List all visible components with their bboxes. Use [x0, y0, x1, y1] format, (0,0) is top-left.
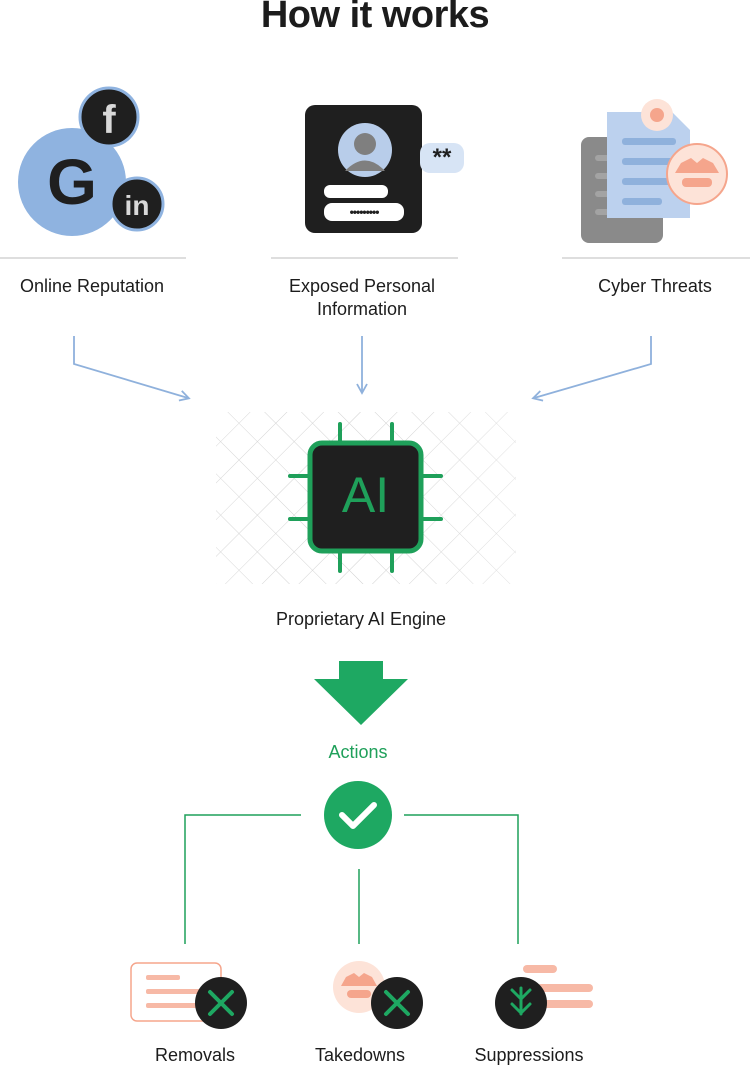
svg-text:G: G [47, 146, 97, 218]
check-circle-icon [324, 781, 392, 849]
source-label-cyber-threats: Cyber Threats [598, 276, 712, 296]
takedowns-icon [333, 961, 423, 1029]
password-dots: ••••••••• [349, 205, 380, 219]
ai-engine-graphic [216, 412, 516, 584]
id-card-icon [305, 105, 464, 233]
outcome-label-takedowns: Takedowns [314, 1045, 406, 1065]
threat-documents-icon [581, 99, 728, 243]
connector-removals [184, 814, 301, 944]
ai-chip [307, 440, 424, 554]
arrow-reputation-to-engine [73, 336, 191, 402]
password-mask: ** [432, 144, 452, 171]
suppressions-icon [495, 965, 593, 1029]
outcome-label-removals: Removals [154, 1045, 236, 1065]
social-logos-icon: G f in [18, 86, 165, 236]
engine-label: Proprietary AI Engine [275, 609, 447, 629]
source-label-online-reputation: Online Reputation [19, 276, 165, 296]
svg-text:f: f [102, 98, 116, 142]
page-title: How it works [260, 0, 490, 36]
removals-icon [130, 962, 247, 1029]
down-arrow-icon [314, 661, 408, 725]
actions-label: Actions [328, 742, 388, 762]
source-label-exposed-personal-information: Exposed Personal Information [288, 276, 436, 319]
outcome-label-suppressions: Suppressions [474, 1045, 584, 1065]
connector-suppressions [404, 814, 519, 944]
ai-chip-label: AI [341, 467, 390, 523]
svg-text:in: in [125, 190, 150, 221]
arrow-threats-to-engine [531, 336, 652, 402]
